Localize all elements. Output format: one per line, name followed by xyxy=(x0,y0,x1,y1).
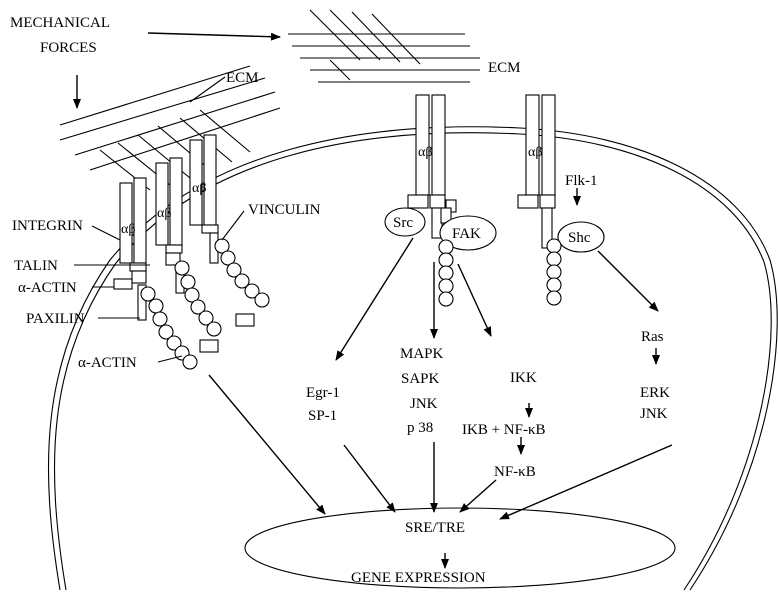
label-ikk: IKK xyxy=(510,370,537,386)
label-egr1: Egr-1 xyxy=(306,385,340,401)
label-sapk: SAPK xyxy=(401,371,440,387)
label-gene-expression: GENE EXPRESSION xyxy=(351,570,486,586)
forces-arrow-right xyxy=(148,33,280,37)
label-erk: ERK xyxy=(640,385,670,401)
label-sp1: SP-1 xyxy=(308,408,337,424)
actin-chain-middle xyxy=(439,240,453,306)
label-p38: p 38 xyxy=(407,420,433,436)
label-src: Src xyxy=(393,215,413,231)
label-fak: FAK xyxy=(452,226,481,242)
label-alpha-actin-top: α-ACTIN xyxy=(18,280,77,296)
label-ras: Ras xyxy=(641,329,664,345)
label-ab-1: αβ xyxy=(121,222,135,237)
right-integrin xyxy=(518,95,555,248)
label-ecm-right: ECM xyxy=(488,60,521,76)
label-ab-3: αβ xyxy=(192,181,206,196)
label-ab-2: αβ xyxy=(157,206,171,221)
label-jnk-mid: JNK xyxy=(410,396,438,412)
label-integrin: INTEGRIN xyxy=(12,218,83,234)
label-flk1: Flk-1 xyxy=(565,173,598,189)
label-alpha-actin-bottom: α-ACTIN xyxy=(78,355,137,371)
label-forces: FORCES xyxy=(40,40,97,56)
label-shc: Shc xyxy=(568,230,591,246)
label-jnk-right: JNK xyxy=(640,406,668,422)
actin-chain-right xyxy=(547,239,561,305)
label-ab-4: αβ xyxy=(418,145,432,160)
label-paxilin: PAXILIN xyxy=(26,311,85,327)
ecm-right-fibers xyxy=(288,10,480,82)
label-ab-5: αβ xyxy=(528,145,542,160)
label-mechanical: MECHANICAL xyxy=(10,15,110,31)
label-vinculin: VINCULIN xyxy=(248,202,321,218)
label-sre-tre: SRE/TRE xyxy=(405,520,465,536)
label-ikb-nfkb: IKB + NF-κB xyxy=(462,422,546,438)
label-nfkb: NF-κB xyxy=(494,464,536,480)
left-integrin-cluster xyxy=(114,135,254,352)
label-ecm-left: ECM xyxy=(226,70,259,86)
label-mapk: MAPK xyxy=(400,346,444,362)
label-talin: TALIN xyxy=(14,258,58,274)
